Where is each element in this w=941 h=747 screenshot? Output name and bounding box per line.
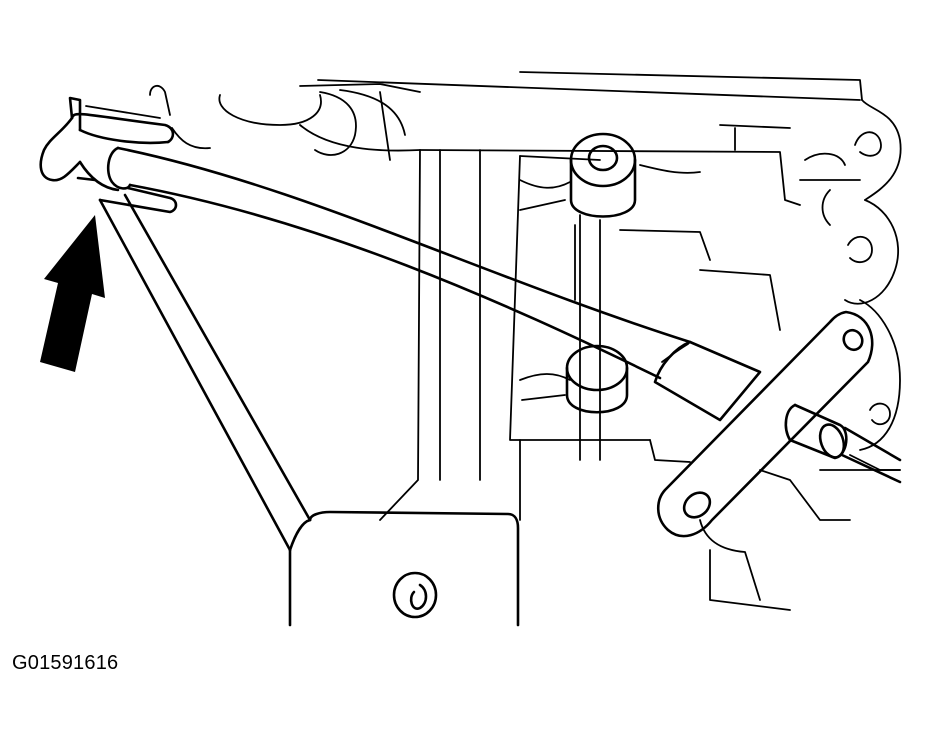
bracket-block	[288, 510, 520, 627]
shift-cable	[106, 146, 762, 422]
pointer-arrow-icon	[40, 215, 105, 372]
cable-clip	[39, 96, 178, 214]
figure-id-label: G01591616	[12, 652, 119, 674]
support-arm	[98, 193, 312, 552]
lower-pivot-post	[565, 344, 629, 414]
upper-pivot-post	[569, 132, 637, 461]
background-housing	[149, 71, 902, 611]
shift-lever	[656, 310, 874, 538]
lever-pin	[784, 403, 902, 484]
